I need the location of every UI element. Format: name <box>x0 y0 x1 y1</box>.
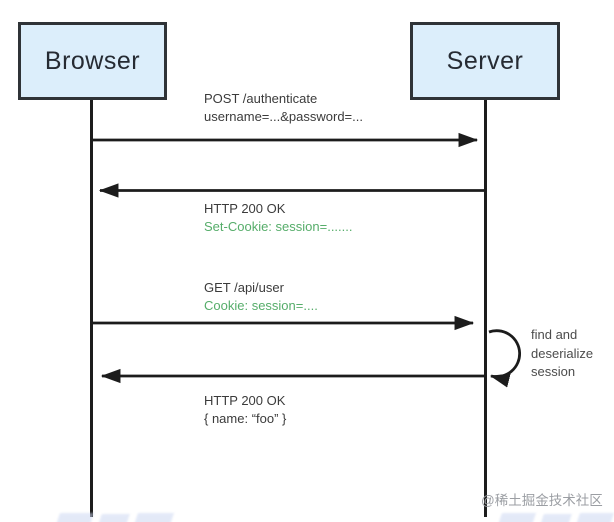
message-label-http200-setcookie: HTTP 200 OK Set-Cookie: session=....... <box>204 200 352 236</box>
message-line-cookie: Cookie: session=.... <box>204 298 318 313</box>
watermark-fragment <box>576 513 614 522</box>
site-watermark: @稀土掘金技术社区 <box>481 493 603 508</box>
message-line: GET /api/user <box>204 280 284 295</box>
message-label-http200-foo: HTTP 200 OK { name: “foo” } <box>204 392 286 428</box>
watermark-fragment <box>98 514 130 522</box>
self-loop-arrow <box>488 329 522 388</box>
message-line: { name: “foo” } <box>204 411 287 426</box>
actor-label-browser: Browser <box>44 46 141 75</box>
message-label-get-api-user: GET /api/user Cookie: session=.... <box>204 279 318 315</box>
actor-label-server: Server <box>446 46 524 75</box>
actor-box-browser: Browser <box>18 22 167 100</box>
actor-box-server: Server <box>410 22 560 100</box>
message-line: username=...&password=... <box>204 109 363 124</box>
message-label-post-authenticate: POST /authenticate username=...&password… <box>204 90 363 126</box>
watermark-fragment <box>498 513 536 522</box>
message-line: HTTP 200 OK <box>204 201 286 216</box>
self-loop-note: find and deserialize session <box>531 327 594 379</box>
message-line: POST /authenticate <box>204 91 318 106</box>
message-line-setcookie: Set-Cookie: session=....... <box>204 219 353 234</box>
watermark-fragment <box>56 513 94 522</box>
message-line: HTTP 200 OK <box>204 393 286 408</box>
watermark-fragment <box>540 514 572 522</box>
watermark-fragment <box>134 513 174 522</box>
